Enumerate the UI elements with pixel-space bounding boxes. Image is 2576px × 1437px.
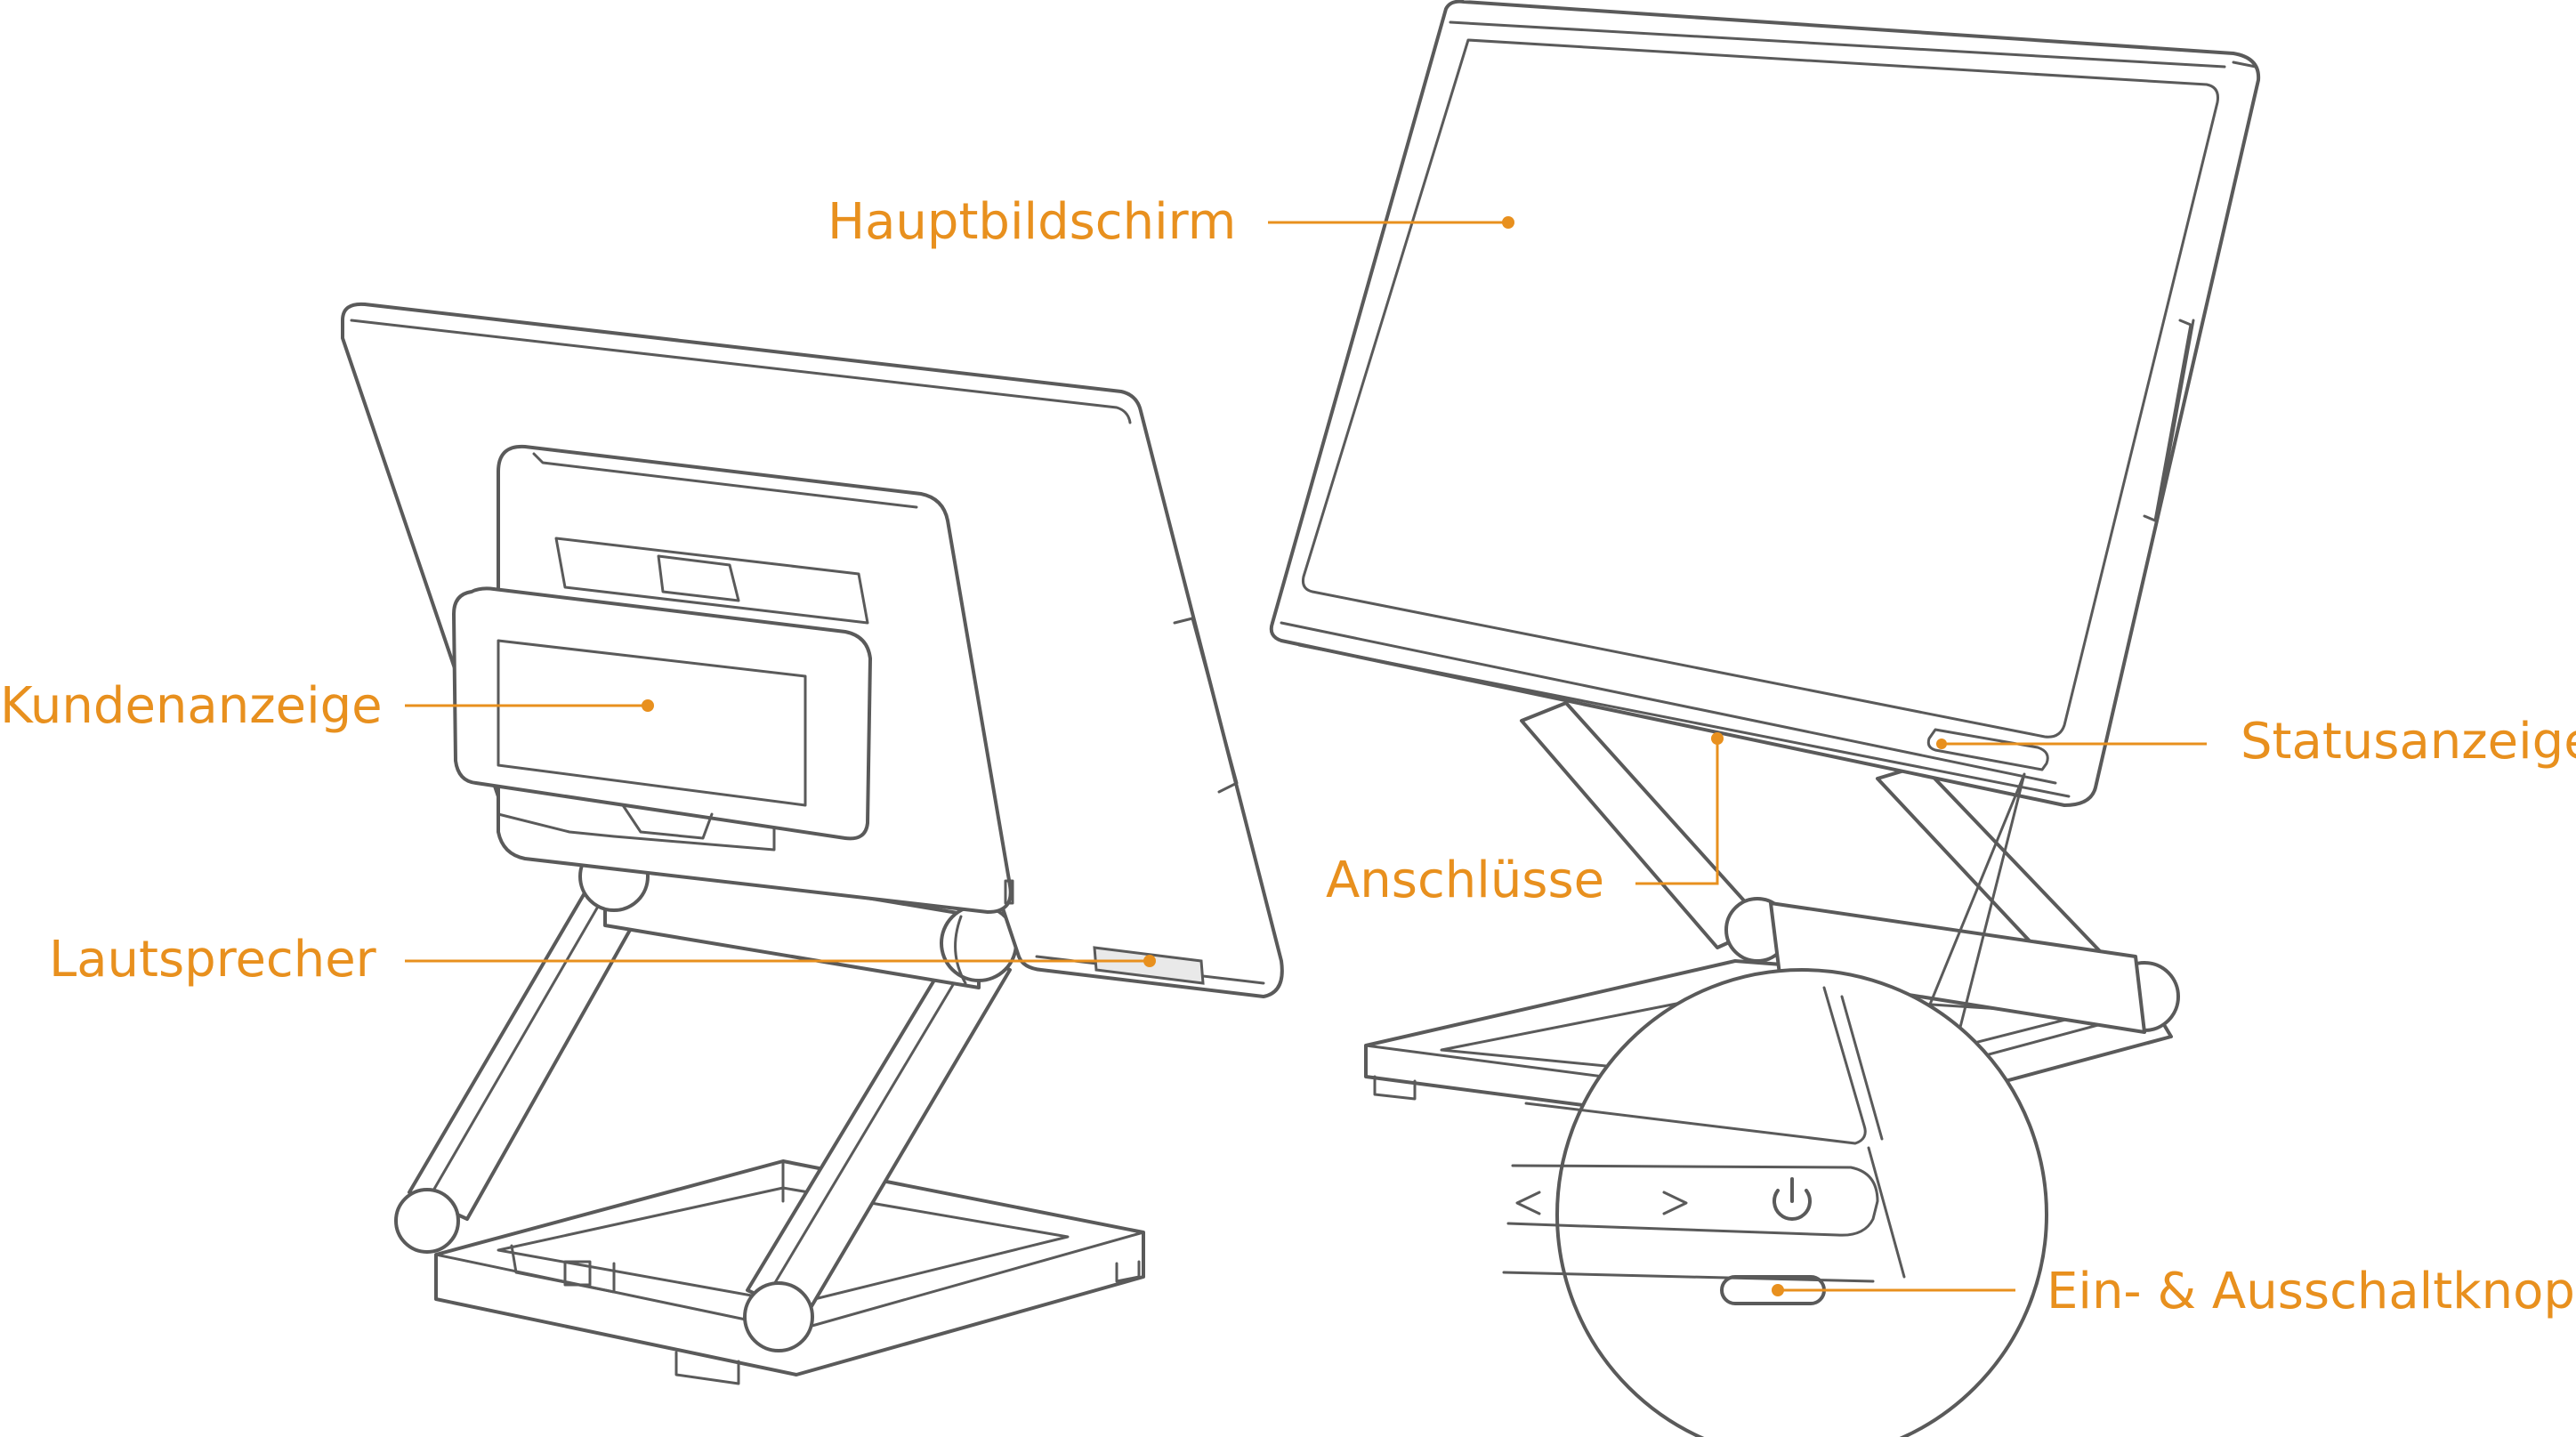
marker-lautsprecher [1143,955,1156,967]
rear-stand-left-leg [394,879,647,1254]
rear-stand-right-leg [743,941,1012,1352]
rear-view-terminal [341,302,1284,1385]
marker-kundenanzeige [642,699,654,712]
front-view-terminal [1269,0,2261,1437]
label-kundenanzeige: Kundenanzeige [0,677,383,735]
callout-anschluesse: Anschlüsse [1326,732,1724,909]
front-main-screen [1269,0,2261,807]
callout-statusanzeige: Statusanzeige [1942,713,2576,771]
front-hinge-bar [1769,901,2146,1034]
power-button-zoom [1502,772,2048,1437]
callout-hauptbildschirm: Hauptbildschirm [828,193,1514,251]
marker-hauptbildschirm [1502,216,1514,229]
rear-hinge-bar [578,841,1018,989]
callout-kundenanzeige: Kundenanzeige [0,677,654,735]
power-icon [1773,1177,1812,1221]
marker-power-button [1772,1284,1784,1296]
label-power-button: Ein- & Ausschaltknopf [2047,1263,2576,1320]
label-anschluesse: Anschlüsse [1326,852,1604,909]
customer-display [452,586,872,852]
label-lautsprecher: Lautsprecher [49,931,377,989]
label-statusanzeige: Statusanzeige [2241,713,2576,771]
callout-power-button: Ein- & Ausschaltknopf [1772,1263,2576,1320]
callout-lautsprecher: Lautsprecher [49,931,1156,989]
front-stand-front-leg [1520,701,1790,963]
nav-next-icon [1662,1191,1688,1215]
marker-anschluesse [1711,732,1724,745]
label-hauptbildschirm: Hauptbildschirm [828,193,1236,251]
nav-prev-icon [1515,1191,1541,1215]
